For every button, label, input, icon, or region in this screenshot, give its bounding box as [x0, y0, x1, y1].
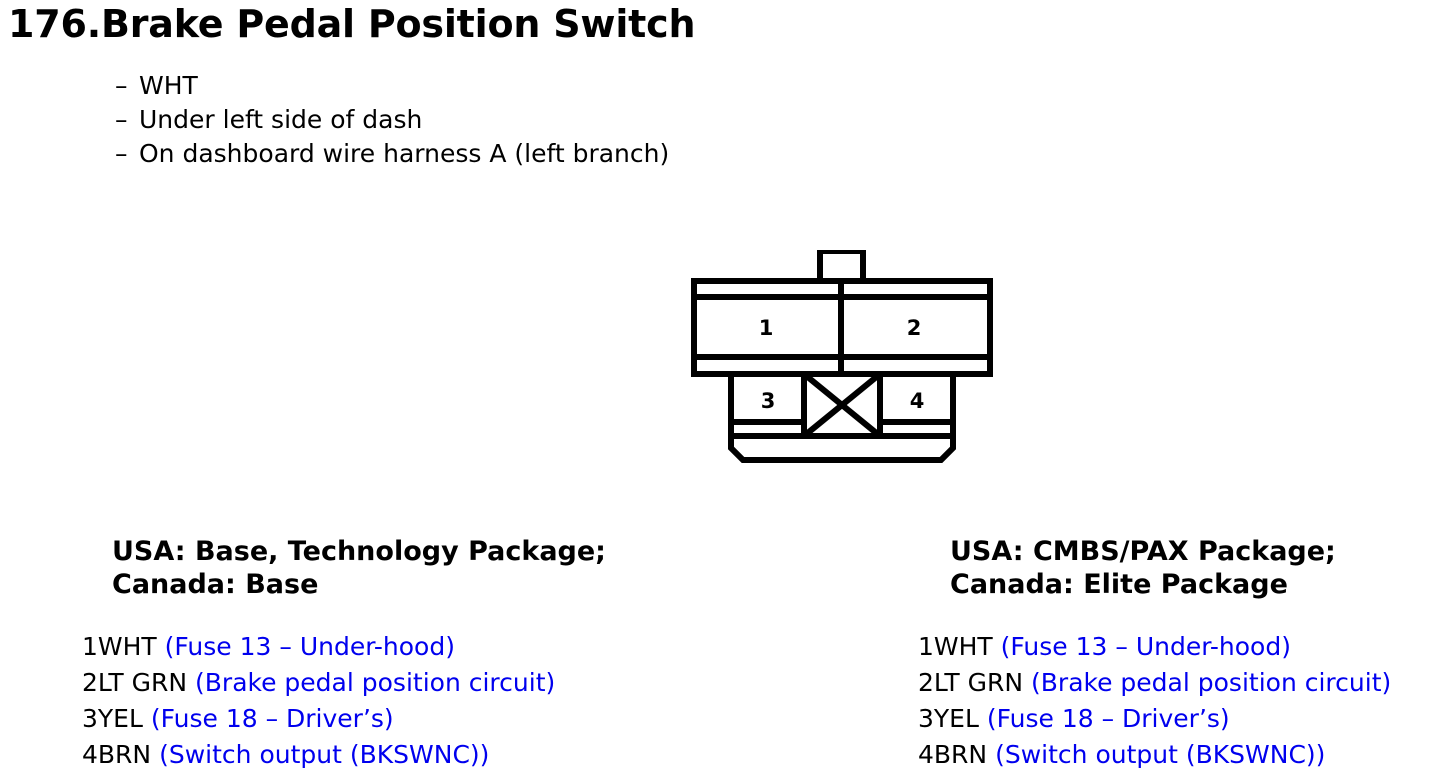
- list-item-label: Under left side of dash: [139, 105, 423, 134]
- variant-heading-right: USA: CMBS/PAX Package; Canada: Elite Pac…: [950, 535, 1336, 601]
- pin-list-item: 4BRN (Switch output (BKSWNC)): [918, 737, 1391, 773]
- page-title: 176.Brake Pedal Position Switch: [8, 2, 696, 46]
- pin-list-item: 1WHT (Fuse 13 – Under-hood): [918, 629, 1391, 665]
- list-item: – WHT: [115, 69, 669, 103]
- list-item-label: On dashboard wire harness A (left branch…: [139, 139, 670, 168]
- pin-list-left: 1WHT (Fuse 13 – Under-hood) 2LT GRN (Bra…: [82, 629, 555, 773]
- pin-list-item: 2LT GRN (Brake pedal position circuit): [918, 665, 1391, 701]
- pin-description: (Fuse 13 – Under-hood): [164, 632, 455, 661]
- variant-heading-line-2: Canada: Base: [112, 569, 319, 600]
- pin-description: (Brake pedal position circuit): [195, 668, 556, 697]
- pin-list-item: 4BRN (Switch output (BKSWNC)): [82, 737, 555, 773]
- connector-illustration: 1 2 3 4: [691, 250, 993, 463]
- dash-bullet-icon: –: [115, 139, 128, 168]
- variant-heading-line-1: USA: Base, Technology Package;: [112, 536, 606, 567]
- pin-description: (Switch output (BKSWNC)): [995, 740, 1326, 769]
- list-item-label: WHT: [139, 71, 198, 100]
- dash-bullet-icon: –: [115, 105, 128, 134]
- pin-id: 2LT GRN: [918, 668, 1024, 697]
- connector-pin-label-2: 2: [907, 316, 922, 340]
- pin-list-item: 1WHT (Fuse 13 – Under-hood): [82, 629, 555, 665]
- pin-list-right: 1WHT (Fuse 13 – Under-hood) 2LT GRN (Bra…: [918, 629, 1391, 773]
- pin-list-item: 3YEL (Fuse 18 – Driver’s): [918, 701, 1391, 737]
- pin-id: 3YEL: [918, 704, 979, 733]
- variant-heading-line-1: USA: CMBS/PAX Package;: [950, 536, 1336, 567]
- pin-description: (Switch output (BKSWNC)): [159, 740, 490, 769]
- connector-base-shroud: [728, 433, 956, 463]
- pin-id: 1WHT: [82, 632, 157, 661]
- pin-description: (Fuse 18 – Driver’s): [986, 704, 1230, 733]
- variant-heading-line-2: Canada: Elite Package: [950, 569, 1288, 600]
- pin-id: 2LT GRN: [82, 668, 188, 697]
- list-item: – On dashboard wire harness A (left bran…: [115, 137, 669, 171]
- connector-pin-label-3: 3: [761, 389, 776, 413]
- connector-diagram: 1 2 3 4: [691, 250, 993, 465]
- list-item: – Under left side of dash: [115, 103, 669, 137]
- connector-pin-label-1: 1: [759, 316, 774, 340]
- pin-list-item: 2LT GRN (Brake pedal position circuit): [82, 665, 555, 701]
- variant-heading-left: USA: Base, Technology Package; Canada: B…: [112, 535, 606, 601]
- pin-id: 1WHT: [918, 632, 993, 661]
- description-bullet-list: – WHT – Under left side of dash – On das…: [115, 69, 669, 171]
- pin-id: 3YEL: [82, 704, 143, 733]
- pin-description: (Fuse 13 – Under-hood): [1000, 632, 1291, 661]
- dash-bullet-icon: –: [115, 71, 128, 100]
- pin-description: (Fuse 18 – Driver’s): [150, 704, 394, 733]
- connector-locking-tab: [817, 250, 866, 285]
- pin-id: 4BRN: [918, 740, 988, 769]
- pin-id: 4BRN: [82, 740, 152, 769]
- blank-cavity-x-icon: [802, 371, 882, 439]
- pin-list-item: 3YEL (Fuse 18 – Driver’s): [82, 701, 555, 737]
- pin-description: (Brake pedal position circuit): [1031, 668, 1392, 697]
- connector-pin-label-4: 4: [910, 389, 925, 413]
